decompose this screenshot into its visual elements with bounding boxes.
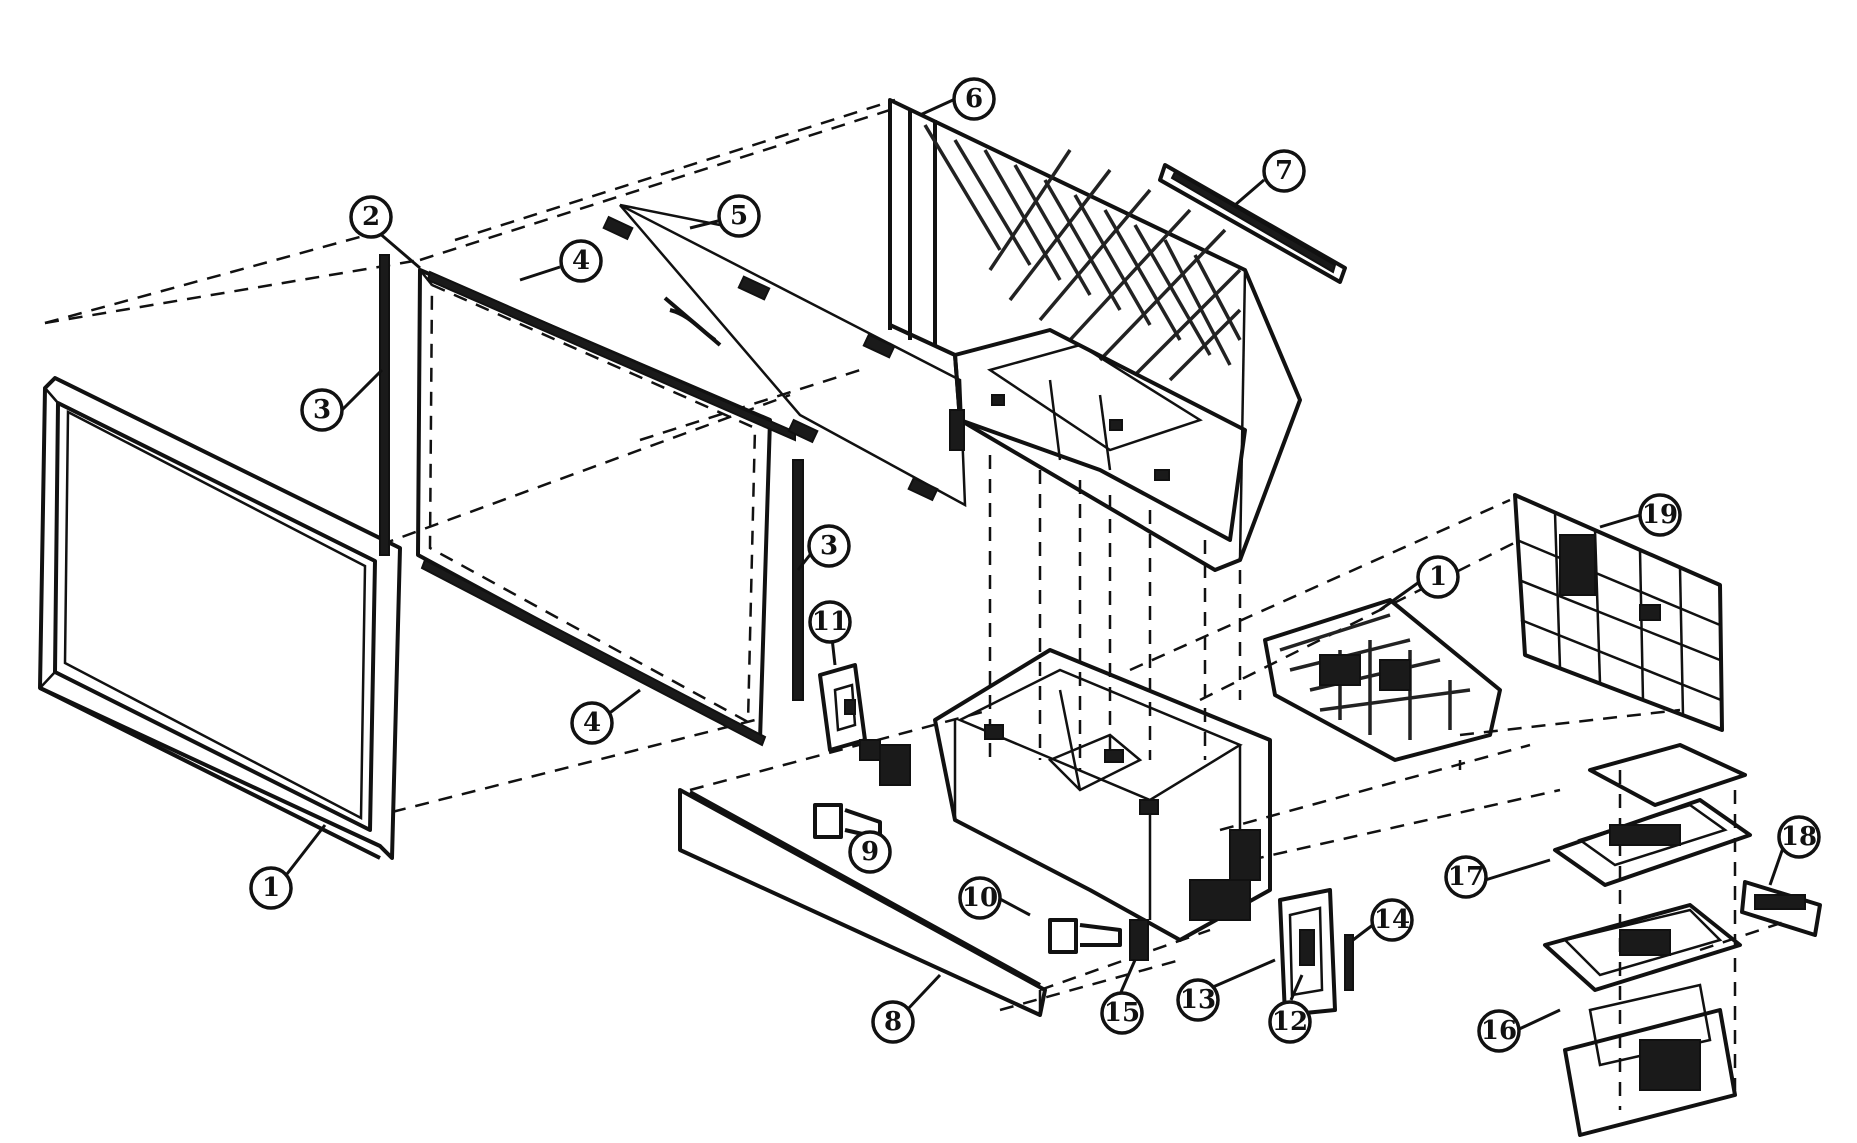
svg-text:15: 15 bbox=[1104, 998, 1140, 1028]
callout: 18 bbox=[1777, 815, 1821, 859]
callout: 1 bbox=[1416, 555, 1460, 599]
svg-text:17: 17 bbox=[1448, 862, 1484, 892]
callout: 3 bbox=[300, 388, 344, 432]
svg-text:10: 10 bbox=[962, 883, 998, 913]
base-housing bbox=[933, 648, 1272, 942]
svg-text:5: 5 bbox=[730, 201, 748, 231]
callout: 13 bbox=[1176, 978, 1220, 1022]
callout: 5 bbox=[717, 194, 761, 238]
callout: 6 bbox=[952, 77, 996, 121]
callout: 3 bbox=[807, 524, 851, 568]
callout: 1 bbox=[249, 866, 293, 910]
top-trim-strip bbox=[1158, 163, 1347, 284]
callout: 10 bbox=[958, 876, 1002, 920]
svg-text:4: 4 bbox=[572, 246, 590, 276]
callout: 9 bbox=[848, 830, 892, 874]
svg-text:14: 14 bbox=[1374, 905, 1410, 935]
side-strips bbox=[379, 254, 804, 701]
svg-text:18: 18 bbox=[1781, 822, 1817, 852]
callout: 16 bbox=[1477, 1009, 1521, 1053]
callout: 15 bbox=[1100, 991, 1144, 1035]
svg-text:4: 4 bbox=[583, 708, 601, 738]
svg-text:11: 11 bbox=[812, 607, 848, 637]
svg-text:3: 3 bbox=[313, 395, 331, 425]
front-bezel-frame bbox=[38, 376, 402, 860]
front-base-panel bbox=[678, 788, 1047, 1017]
callout: 4 bbox=[570, 701, 614, 745]
callout: 2 bbox=[349, 195, 393, 239]
side-bracket-group bbox=[1278, 888, 1354, 1017]
callout: 4 bbox=[559, 239, 603, 283]
svg-text:16: 16 bbox=[1481, 1016, 1517, 1046]
callout: 11 bbox=[808, 600, 852, 644]
small-bracket bbox=[818, 663, 867, 752]
stacked-boards bbox=[1543, 743, 1822, 1137]
svg-text:2: 2 bbox=[362, 202, 380, 232]
svg-text:12: 12 bbox=[1272, 1007, 1308, 1037]
callout: 7 bbox=[1262, 149, 1306, 193]
optics-engine bbox=[1263, 598, 1502, 770]
back-cover-grid bbox=[1513, 493, 1724, 732]
svg-text:19: 19 bbox=[1642, 500, 1678, 530]
connector-modules bbox=[813, 739, 1122, 954]
callout: 17 bbox=[1444, 855, 1488, 899]
svg-text:9: 9 bbox=[861, 837, 879, 867]
callout: 12 bbox=[1268, 1000, 1312, 1044]
callout: 14 bbox=[1370, 898, 1414, 942]
small-component-15 bbox=[1129, 919, 1149, 961]
callout: 8 bbox=[871, 1000, 915, 1044]
svg-text:3: 3 bbox=[820, 531, 838, 561]
svg-text:6: 6 bbox=[965, 84, 983, 114]
svg-text:1: 1 bbox=[262, 873, 280, 903]
svg-text:7: 7 bbox=[1275, 156, 1293, 186]
svg-text:8: 8 bbox=[884, 1007, 902, 1037]
mirror-panel bbox=[602, 203, 967, 508]
svg-text:13: 13 bbox=[1180, 985, 1216, 1015]
top-bottom-strips bbox=[420, 270, 796, 747]
callouts: 1 2 3 4 5 6 7 3 4 11 1 19 9 10 8 15 13 1… bbox=[249, 77, 1821, 1053]
rear-cabinet bbox=[888, 98, 1302, 572]
callout: 19 bbox=[1638, 493, 1682, 537]
svg-text:1: 1 bbox=[1429, 562, 1447, 592]
